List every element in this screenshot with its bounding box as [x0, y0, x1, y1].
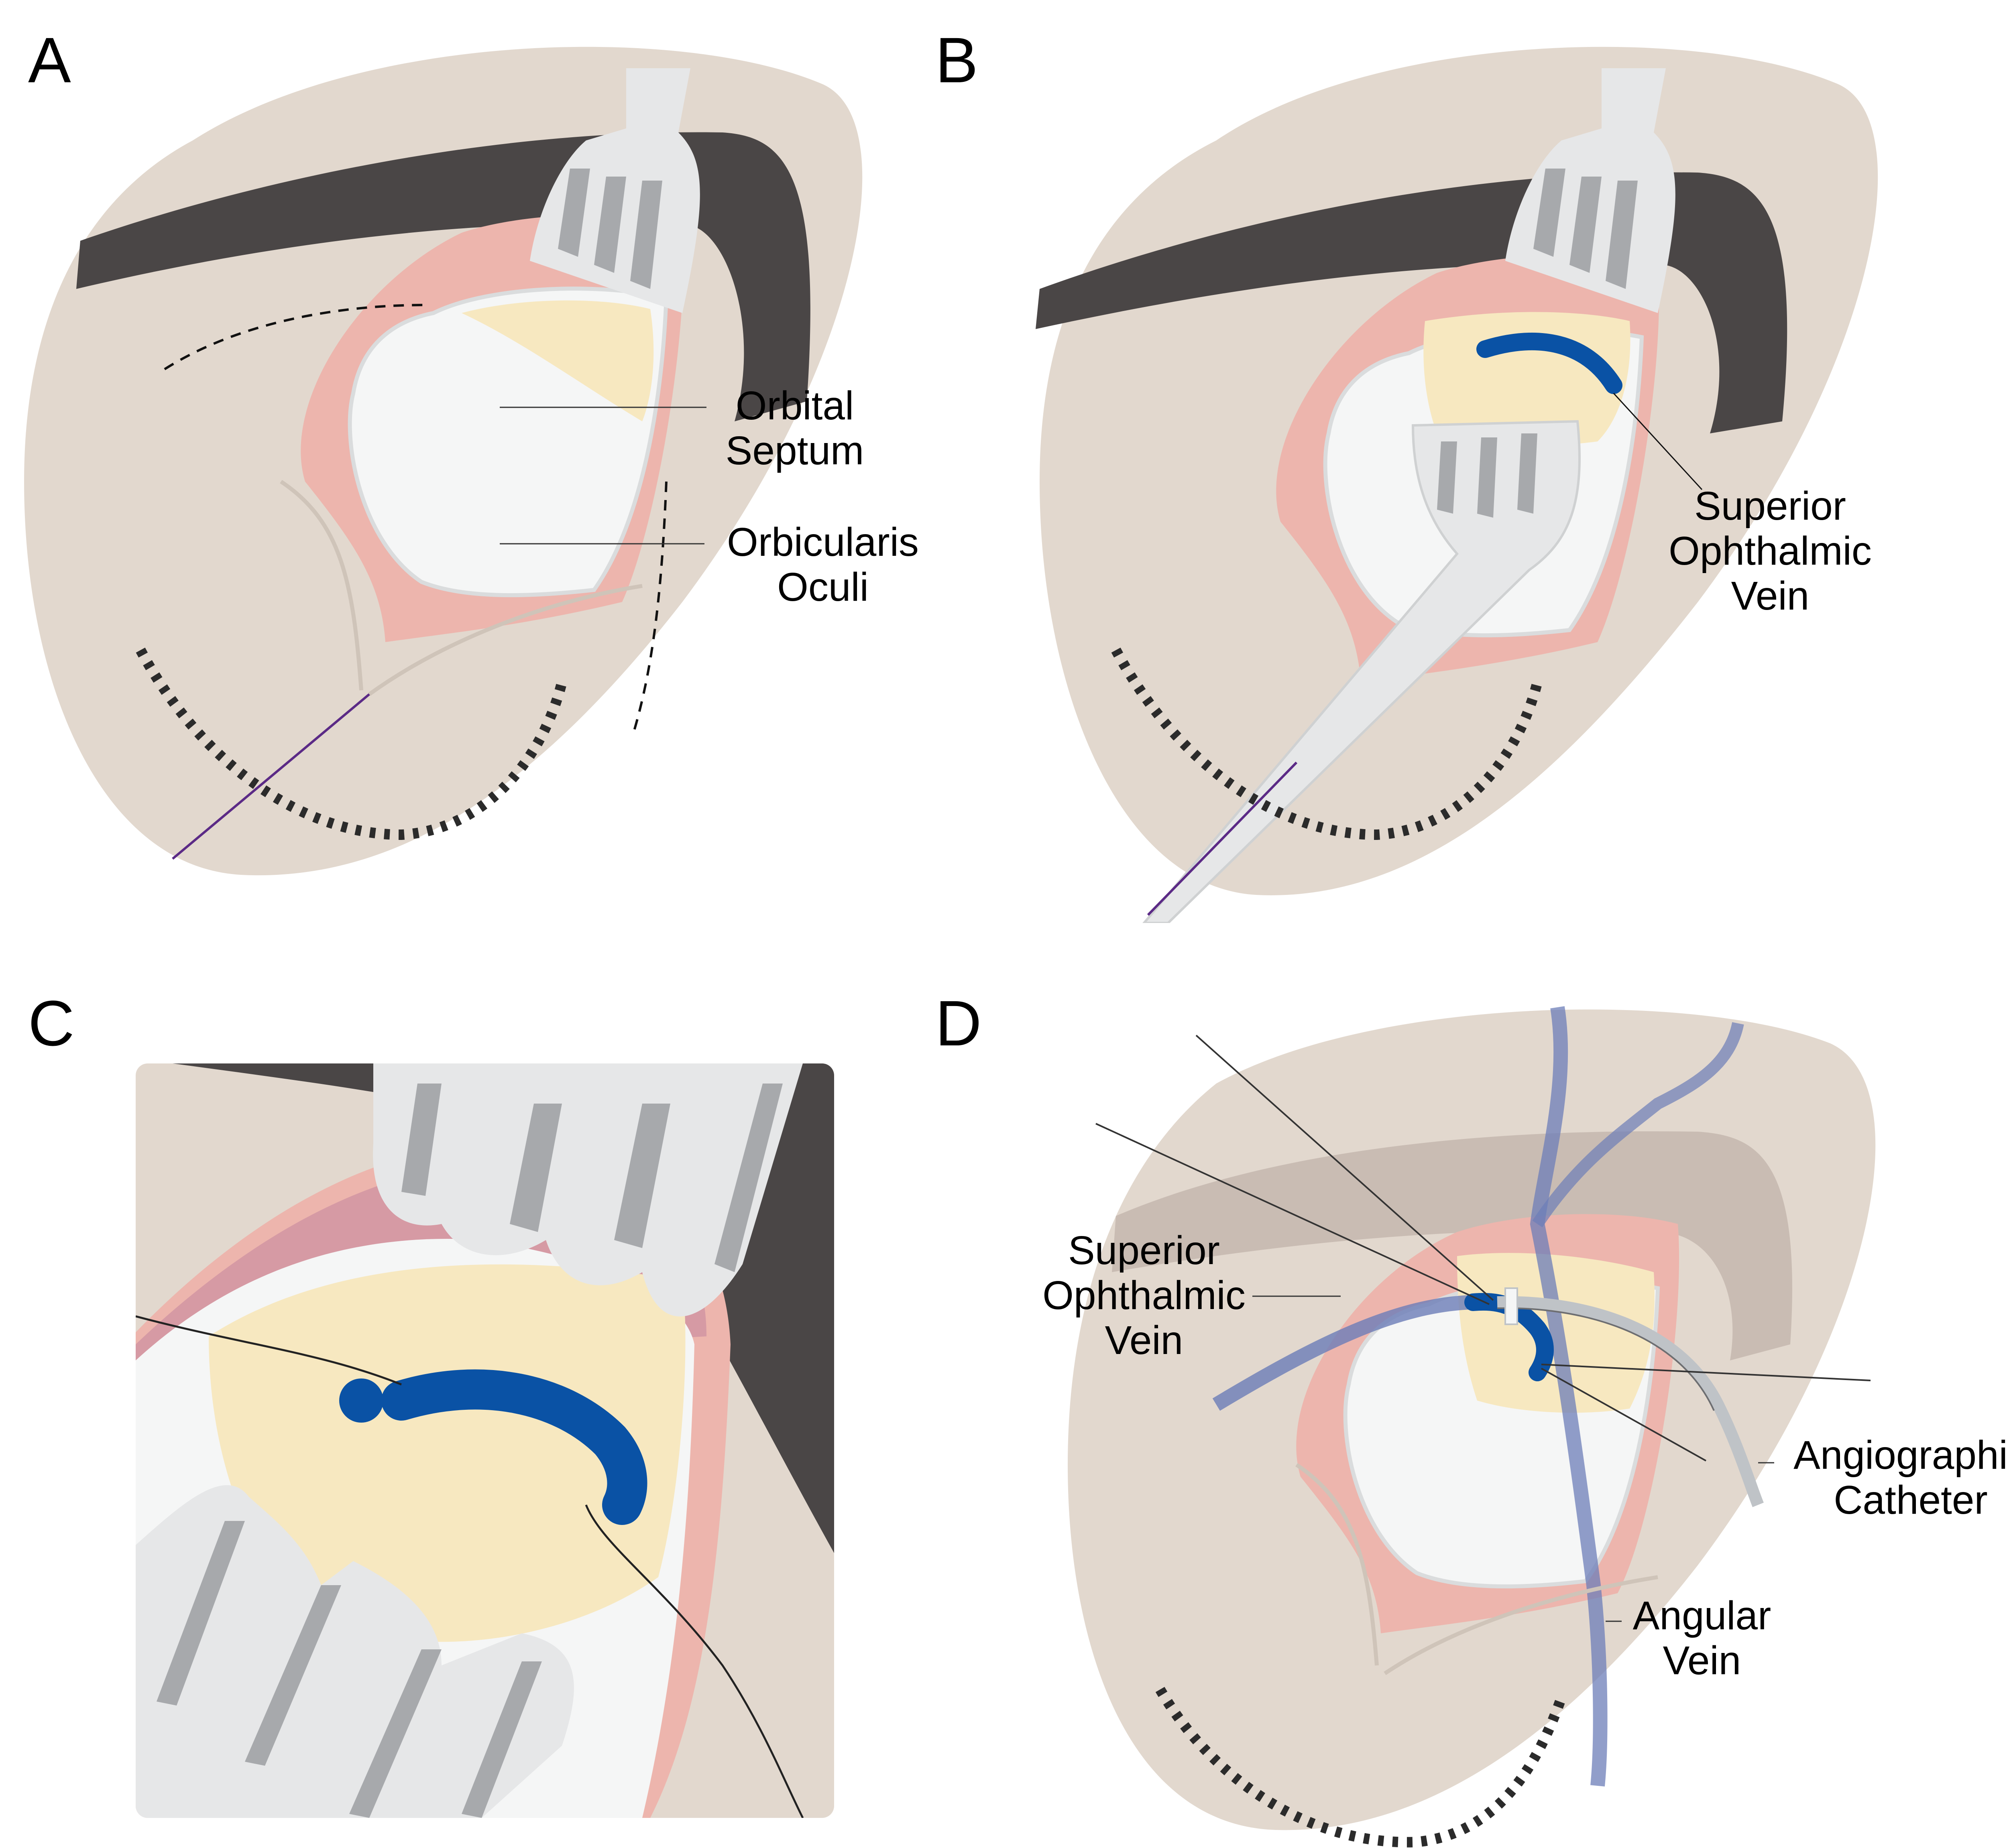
panel-d: D Superior Ophthalmic Vein Angiographic …: [935, 983, 2007, 1848]
orbital-fat: [462, 300, 654, 421]
superior-ophthalmic-vein: [1476, 333, 1622, 394]
upper-retractor: [1505, 68, 1675, 313]
panel-d-illustration: [1068, 1006, 1876, 1848]
panel-b-illustration: [1036, 47, 1878, 923]
cannulated-vein: [1464, 1293, 1554, 1381]
upper-eyelid-crease: [1295, 1463, 1658, 1675]
incision-line-lateral: [633, 481, 668, 731]
suture-lower: [585, 1504, 804, 1818]
traction-suture: [1147, 761, 1298, 916]
suture-1: [1195, 1035, 1494, 1301]
suture-upper: [136, 1315, 402, 1386]
label-orbicularis-oculi: Orbicularis Oculi: [727, 520, 919, 610]
traction-suture: [172, 693, 370, 860]
panel-c: C: [0, 983, 923, 1826]
catheter-edge: [1497, 1307, 1715, 1411]
upper-eyelid-crease: [280, 480, 643, 696]
superior-ophthalmic-vein: [381, 1369, 647, 1525]
panel-b: B Superior Ophthalmic Vein: [935, 0, 2007, 923]
label-angiographic-catheter: Angiographic Catheter: [1793, 1433, 2007, 1523]
orbital-fat: [209, 1264, 686, 1642]
superior-ophthalmic-vein-course: [1212, 1295, 1474, 1411]
label-superior-ophthalmic-vein-d: Superior Ophthalmic Vein: [1042, 1228, 1246, 1363]
lower-retractor: [136, 1485, 574, 1818]
leader-line-superior-ophthalmic-vein: [1613, 392, 1703, 490]
panel-a-illustration: [24, 47, 863, 876]
panel-letter-b: B: [935, 24, 978, 96]
label-angular-vein: Angular Vein: [1632, 1593, 1771, 1683]
label-superior-ophthalmic-vein: Superior Ophthalmic Vein: [1669, 484, 1872, 618]
suture-3: [1541, 1364, 1871, 1381]
panel-letter-c: C: [28, 987, 75, 1059]
label-orbital-septum: Orbital Septum: [725, 383, 864, 473]
upper-retractor: [373, 1063, 803, 1317]
suture-2: [1095, 1123, 1490, 1305]
panel-c-illustration: [136, 1063, 834, 1818]
angular-vein-course: [1530, 1006, 1608, 1787]
retractor: [530, 68, 700, 313]
panel-letter-d: D: [935, 987, 982, 1059]
incision-line-upper: [164, 304, 426, 370]
panel-a: A Orbital Septum Orbicularis Oculi: [0, 0, 1036, 923]
eyebrow-translucent: [1112, 1131, 1792, 1360]
vein-ligated-end: [339, 1378, 383, 1423]
facial-vein-branch: [1532, 1022, 1744, 1228]
catheter-hub: [1504, 1287, 1518, 1325]
suture-4: [1541, 1368, 1706, 1462]
panel-letter-a: A: [28, 24, 71, 96]
